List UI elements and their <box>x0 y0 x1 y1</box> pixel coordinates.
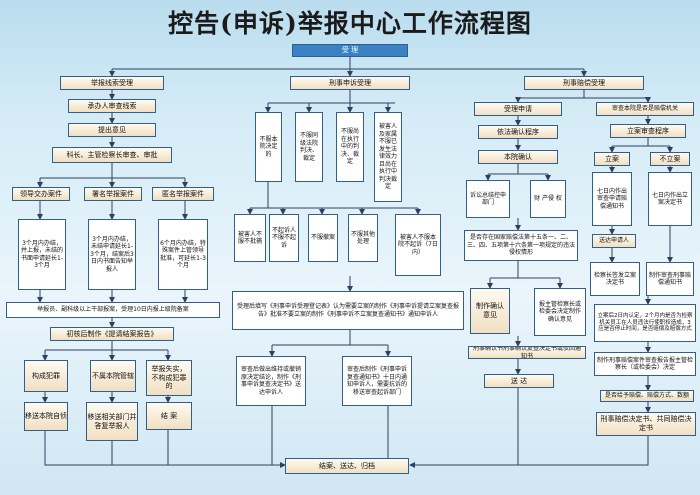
node-shencha-weichi: 审查后做出维持或撤销原决定结论，制作《刑事申诉复查决定书》送达申诉人 <box>236 356 306 406</box>
node-shifou-peichang: 是否给予赔偿、赔偿方式、数额 <box>600 390 694 402</box>
node-bu-chean: 不服撤案 <box>308 214 338 262</box>
node-kezhang-shenpi: 科长、主管检察长审查、审批 <box>52 147 172 163</box>
node-shencha-zhizuo: 审查后制作《刑事申诉复查通知书》十日内通知申诉人，需要抗诉的移送审查起诉部门 <box>342 356 412 406</box>
node-songda-shenqingren: 送达申请人 <box>592 234 636 248</box>
node-xingpei-tongzhi: 刑事确认书刑事确认复查决定书或驳回通知书 <box>468 346 586 359</box>
node-songda-right: 送 达 <box>484 374 554 388</box>
node-lian: 立案 <box>594 152 630 166</box>
node-shouli-tianxie: 受理后填写《刑事申诉受理登记表》认为需要立案的制作《刑事申诉提请立案复查报告》批… <box>232 291 464 330</box>
node-bu-qita: 不服其他处理 <box>348 214 378 262</box>
node-niming-detail: 6个月内办结，特殊案件上管领导批准，可延长1-3个月 <box>158 219 208 290</box>
node-zhizuo-peichang: 制作刑事赔偿案件审查报告报主管检察长（或检委会）决定 <box>594 352 696 376</box>
node-xingshi-shensu: 刑事申诉受理 <box>290 76 410 90</box>
node-xingshi-peichang: 刑事赔偿受理 <box>524 76 644 90</box>
node-qiri-shencha: 七日内作出审查申请赔偿通知书 <box>592 172 632 226</box>
node-bao-zhuguan: 报主管检察长或检委会决定制作确认意见 <box>534 288 586 336</box>
node-zhizuo-tongzhi: 制作审查刑事赔偿通知书 <box>646 262 694 296</box>
node-lian-shencha: 立案审查程序 <box>610 124 686 138</box>
node-yisong-zishen: 移送本院自侦 <box>24 402 68 431</box>
node-shuming-detail: 3个月内办结，未结申请延长1-3个月，结案后3日内书面告知举报人 <box>88 219 136 290</box>
node-qiri-lian: 七日内作出立案决定书 <box>648 172 692 226</box>
node-chuhou-zhizuo: 初核后制作《提请结案报告》 <box>50 327 174 341</box>
node-shencha-benyuan: 审查本院是否是赔偿机关 <box>596 102 694 116</box>
node-jubao-xiansuo: 举报线索受理 <box>60 76 164 90</box>
node-yifa-queren: 依法确认程序 <box>478 125 558 139</box>
node-bei-pizhun: 被害人不服不批捕 <box>234 214 266 262</box>
node-lingdao-jiaoban: 领导交办案件 <box>12 187 70 201</box>
node-bu-qisu: 不起诉人不服不起诉 <box>269 214 299 262</box>
node-xs-zhixing: 不服尚在执行中的判决、裁定 <box>336 112 364 182</box>
node-caichan-qinquan: 财 产侵 权 <box>530 180 566 218</box>
node-jiean-left: 结 案 <box>146 402 192 430</box>
node-lingdao-detail: 3个月内办结，并上报，未结的书面申请延长1-3个月 <box>18 219 66 290</box>
node-jiean-final: 结案、送达、归档 <box>285 458 409 474</box>
node-shouli-shenqing: 受理申请 <box>474 102 562 116</box>
page-title: 控告(申诉)举报中心工作流程图 <box>168 9 532 38</box>
node-jubaoyuan-baoan: 举报员、副科级以上干部报案，受理10日内报上级院备案 <box>6 302 220 318</box>
node-benyuan-queren: 本院确认 <box>478 150 558 164</box>
node-zhizuo-queren: 制作确认意见 <box>470 288 510 334</box>
node-bushu-guanxia: 不属本院管辖 <box>90 360 136 392</box>
node-yisong-xiangguan: 移送相关部门并答复举报人 <box>86 402 138 441</box>
node-xs-benyuan: 不服本院决定的 <box>255 112 282 182</box>
node-xs-fayuan: 不服同级法院判决、裁定 <box>295 112 323 182</box>
node-shouli: 受 理 <box>292 44 408 57</box>
node-xs-beihai: 被害人及家属不服已发生法律效力且尚在执行中判决裁定 <box>374 112 402 202</box>
node-tichu-yijian: 提出意见 <box>68 123 156 137</box>
node-goucheng-fanzui: 构成犯罪 <box>24 360 68 392</box>
node-jianchazhang-qianfa: 检察长签发立案决定书 <box>590 262 640 296</box>
node-bei-qiri: 被害人不服本院不起诉（7日内） <box>395 214 441 276</box>
node-lian-hou: 立案后2日内认定，2个月内是否为检察机关员工在人员违法行使职权造成，3应是否停止… <box>594 304 696 342</box>
node-chengban-shencha: 承办人审查线索 <box>68 99 156 113</box>
node-jubao-shishi: 举报失实，不构成犯罪的 <box>146 360 192 396</box>
node-xingshi-jueding: 刑事赔偿决定书、共同赔偿决定书 <box>596 412 696 436</box>
node-susong-zongjie: 诉讼总结控申部门 <box>466 180 510 218</box>
node-shuming: 署名举报案件 <box>84 187 142 201</box>
node-bulian: 不立案 <box>650 152 690 166</box>
node-niming: 匿名举报案件 <box>152 187 214 201</box>
node-shifou-cunzai: 是否存在国家赔偿法第十五条一、二、三、四、五项第十六条第一项规定的违法侵权情形 <box>464 230 578 261</box>
